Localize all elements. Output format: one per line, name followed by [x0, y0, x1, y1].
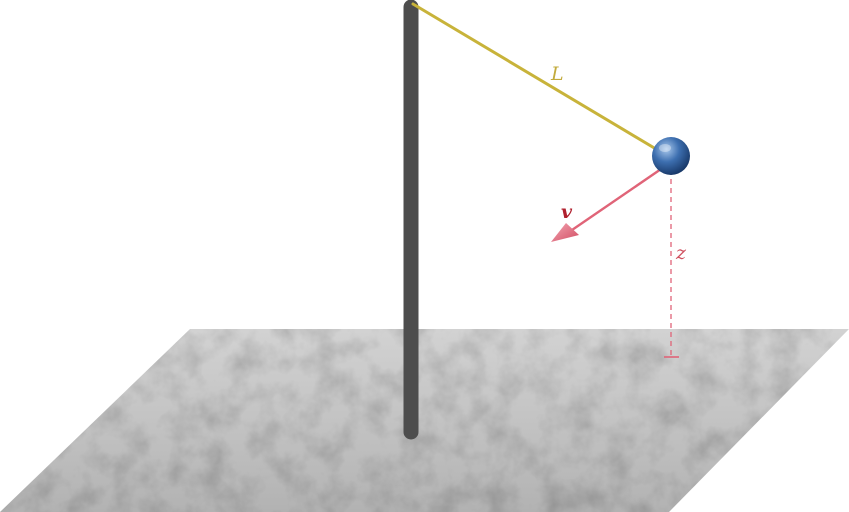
- velocity-label: v: [561, 201, 573, 223]
- ground-plane: [0, 329, 849, 512]
- bob-highlight: [659, 144, 671, 152]
- velocity-arrow-shaft: [570, 165, 666, 232]
- pendulum-string: [411, 2, 663, 154]
- velocity-arrowhead: [551, 223, 579, 242]
- height-label: z: [675, 242, 687, 264]
- length-label: L: [550, 63, 564, 85]
- pendulum-bob: [652, 137, 690, 175]
